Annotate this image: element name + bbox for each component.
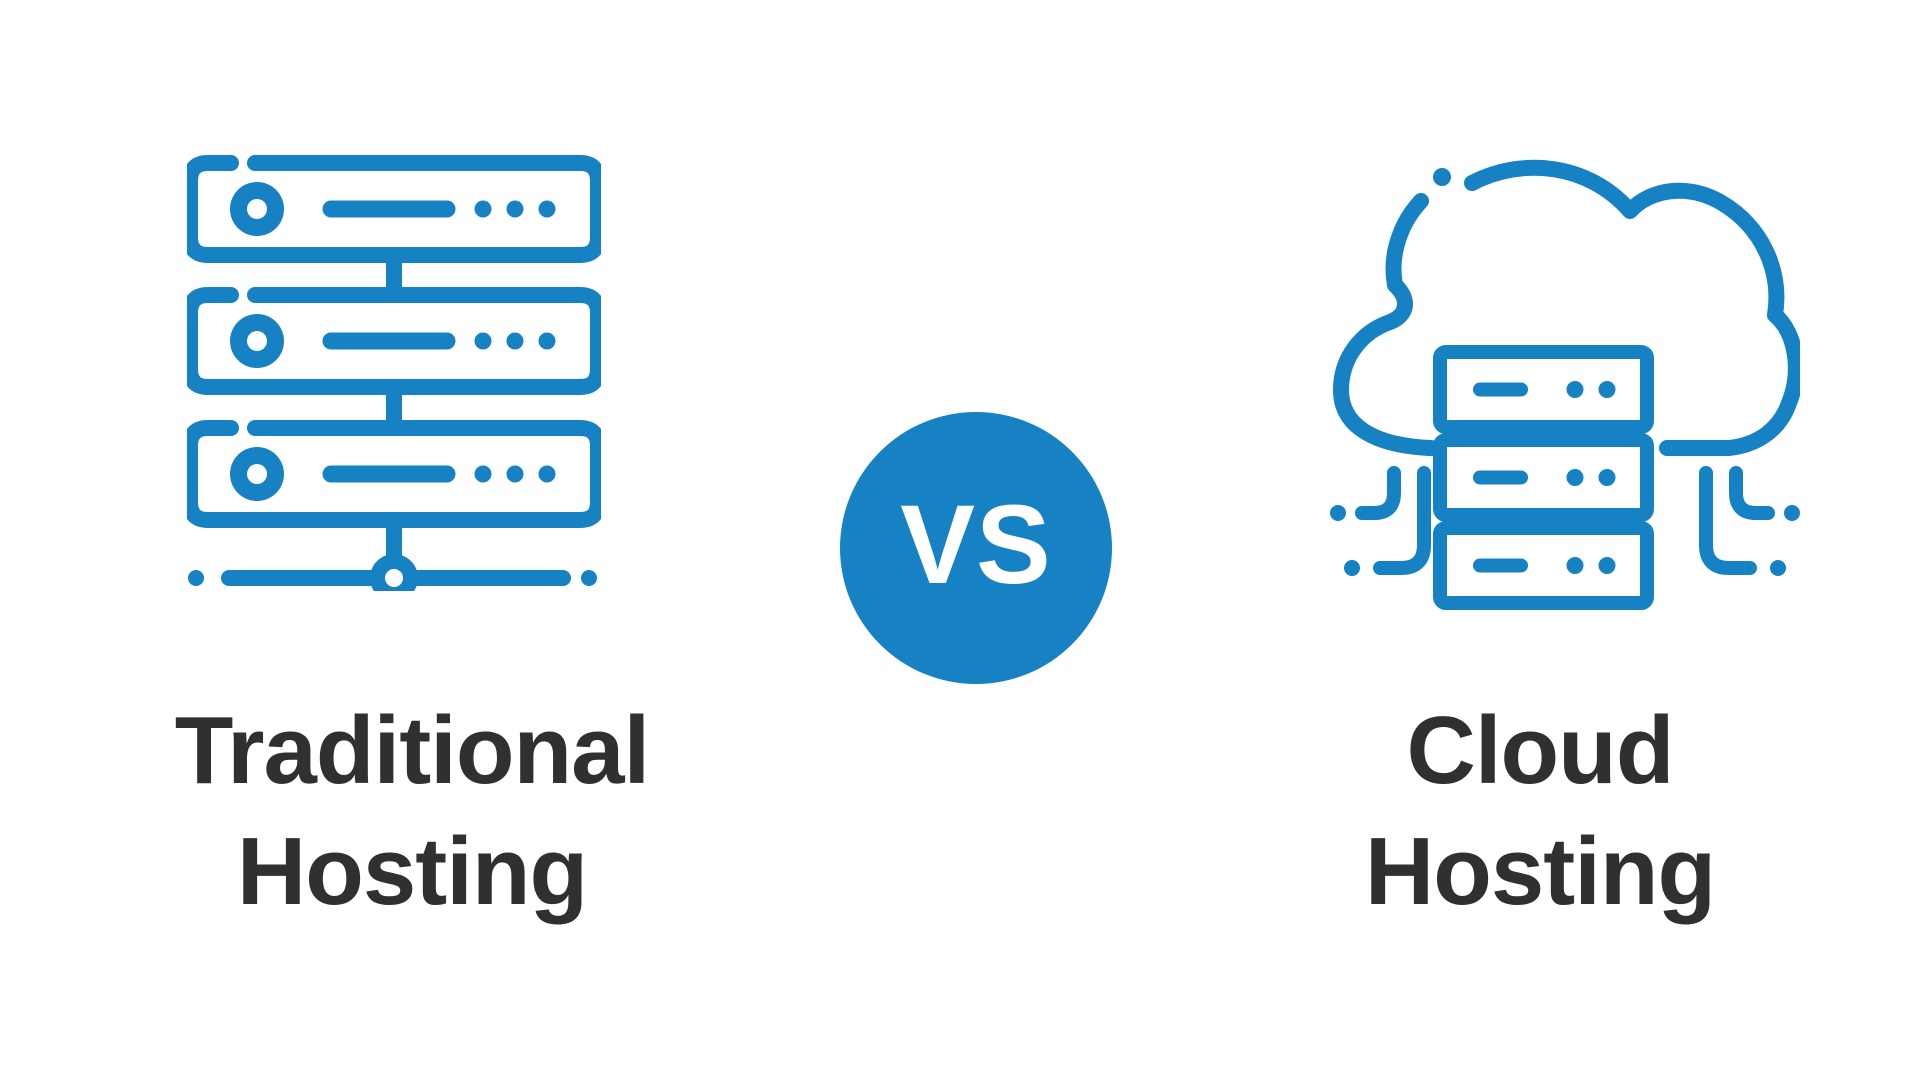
rack-dot: [1566, 381, 1584, 398]
network-dot: [188, 570, 204, 586]
data-flow-elbow: [1373, 466, 1431, 575]
server-dot: [506, 465, 524, 483]
rack-unit: [1433, 521, 1654, 610]
data-flow-dot: [1770, 560, 1786, 576]
data-flow-elbow: [1699, 466, 1757, 575]
cloud-outline: [1464, 159, 1800, 456]
rack-dot: [1598, 557, 1616, 574]
cloud-hosting-line1: Cloud: [1406, 697, 1675, 804]
traditional-hosting-label: Traditional Hosting: [105, 690, 719, 932]
server-dot: [506, 200, 524, 218]
rack-dot: [1566, 557, 1584, 574]
rack-unit: [1433, 433, 1654, 522]
data-flow-elbow: [1729, 466, 1775, 520]
server-led-hole: [247, 199, 267, 219]
server-dot: [538, 332, 556, 350]
network-dot: [581, 570, 597, 586]
server-unit: [187, 155, 601, 263]
vs-label: VS: [900, 481, 1052, 607]
server-dot: [538, 200, 556, 218]
cloud-server-icon: [1330, 159, 1800, 610]
data-flow-elbow: [1355, 466, 1401, 520]
server-dot: [474, 332, 492, 350]
data-flow-dot: [1330, 505, 1346, 521]
server-led-hole: [247, 464, 267, 484]
traditional-hosting-line1: Traditional: [174, 697, 650, 804]
server-dot: [474, 465, 492, 483]
vs-badge: VS: [840, 412, 1112, 684]
rack-dot: [1566, 469, 1584, 486]
rack-dot: [1598, 381, 1616, 398]
rack-unit: [1433, 345, 1654, 434]
server-stack-icon: [187, 155, 601, 591]
server-unit: [187, 287, 601, 395]
traditional-hosting-line2: Hosting: [236, 818, 588, 925]
network-node-hole: [385, 569, 403, 587]
cloud-hosting-label: Cloud Hosting: [1233, 690, 1847, 932]
cloud-outline: [1333, 193, 1439, 456]
data-flow-dot: [1784, 505, 1800, 521]
server-dot: [474, 200, 492, 218]
rack-dot: [1598, 469, 1616, 486]
data-flow-dot: [1344, 560, 1360, 576]
server-led-hole: [247, 331, 267, 351]
server-dot: [506, 332, 524, 350]
cloud-hosting-line2: Hosting: [1364, 818, 1716, 925]
cloud-dash-dot: [1433, 168, 1451, 186]
server-dot: [538, 465, 556, 483]
server-unit: [187, 420, 601, 528]
